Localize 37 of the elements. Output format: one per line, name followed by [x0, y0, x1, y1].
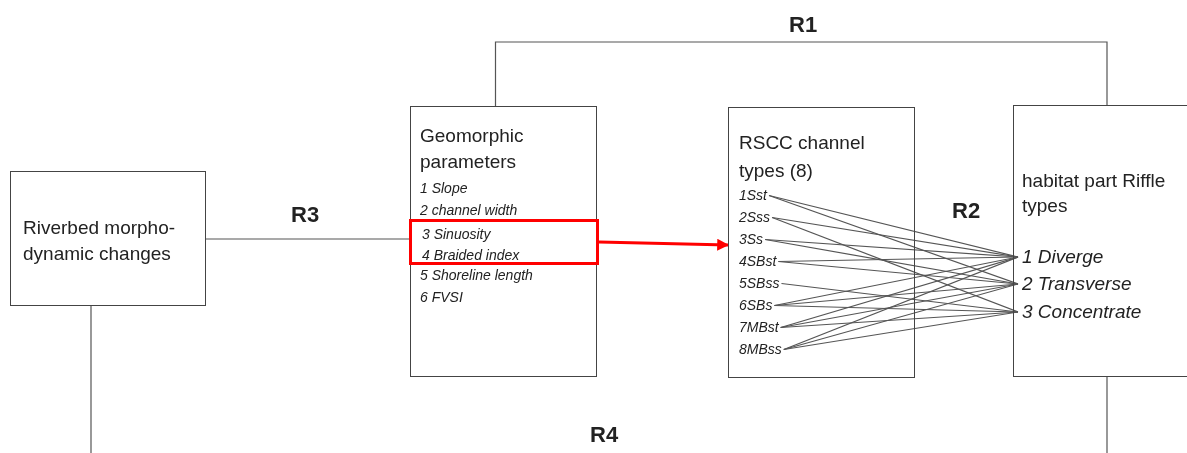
list-item: 1Sst [739, 186, 767, 205]
list-item: 5SBss [739, 274, 780, 293]
connector-line [494, 41, 1108, 107]
highlight-box [409, 219, 599, 265]
box-title: RSCC channel types (8) [739, 131, 866, 183]
process-box [410, 106, 597, 377]
list-item: 2Sss [739, 208, 771, 227]
list-item: 4SBst [739, 252, 777, 271]
connector-line [773, 304, 1019, 313]
list-item: 5 Shoreline length [420, 266, 533, 285]
box-title: Geomorphic parameters [420, 124, 525, 174]
connector-line [768, 194, 1019, 285]
box-title: habitat part Riffle types [1022, 169, 1167, 218]
list-item: 1 Slope [420, 179, 468, 198]
process-box [728, 107, 915, 378]
connector-line [783, 283, 1019, 351]
connector-line [205, 238, 411, 240]
list-item: 4 Braided index [422, 246, 520, 265]
process-box [1013, 105, 1187, 377]
box-title: Riverbed morpho-dynamic changes [23, 216, 177, 266]
list-item: 2 channel width [420, 201, 518, 220]
connector-line [777, 260, 1019, 285]
connector-line [90, 305, 1108, 453]
list-item: 2 Transverse [1022, 272, 1132, 296]
connector-line [780, 311, 1019, 329]
connector-line [783, 311, 1019, 351]
list-item: 7MBst [739, 318, 779, 337]
connector-line [771, 216, 1019, 313]
list-item: 3Ss [739, 230, 764, 249]
list-item: 6SBs [739, 296, 773, 315]
list-item: 6 FVSI [420, 288, 463, 307]
list-item: 8MBss [739, 340, 782, 359]
list-item: 1 Diverge [1022, 245, 1104, 269]
connector-line [598, 238, 730, 251]
list-item: 3 Sinuosity [422, 225, 491, 244]
process-box [10, 171, 206, 306]
list-item: 3 Concentrate [1022, 300, 1142, 324]
